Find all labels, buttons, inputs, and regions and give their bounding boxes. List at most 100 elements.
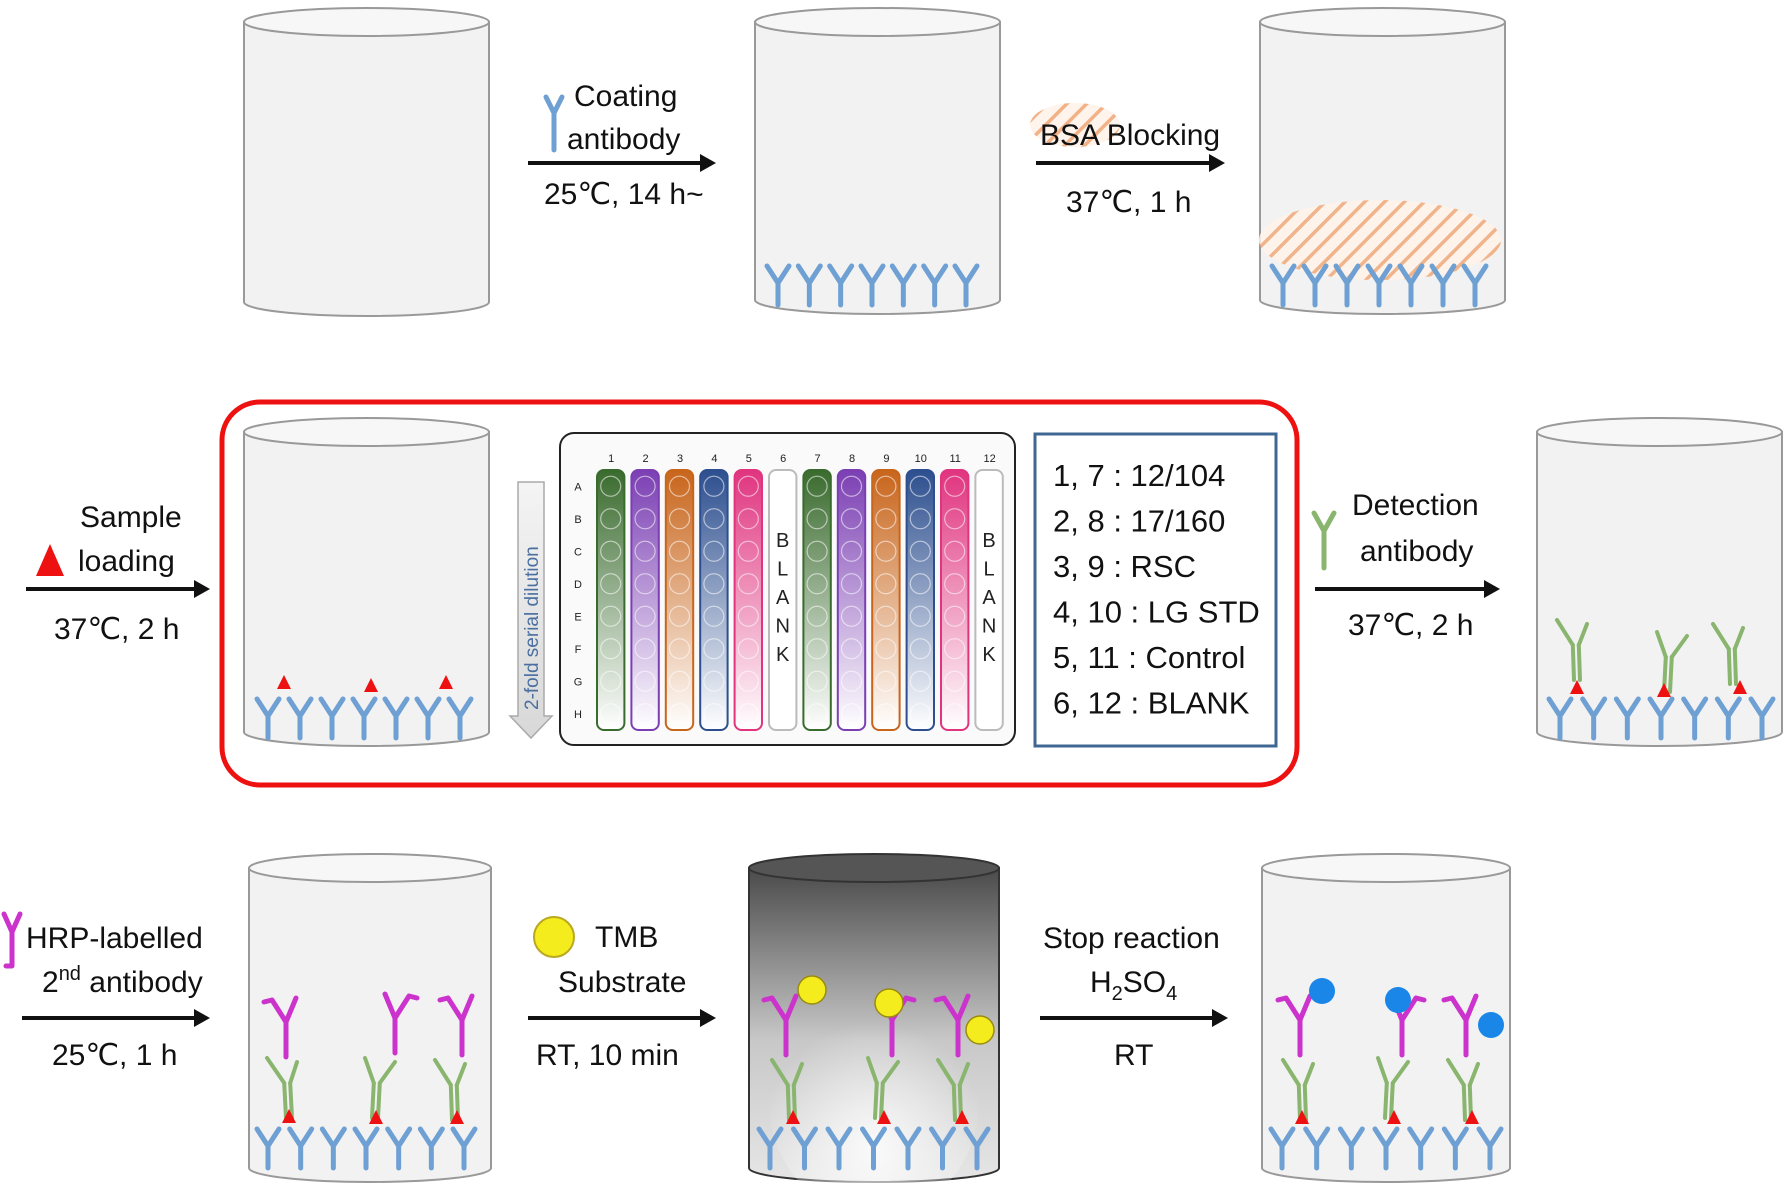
plate-well [634, 475, 656, 497]
antigen [877, 1110, 891, 1124]
plate-well [737, 638, 759, 660]
tmb-condition: RT, 10 min [536, 1039, 679, 1072]
plate-column-strip [733, 469, 763, 731]
plate-column-strip [596, 469, 626, 731]
plate-well [703, 540, 725, 562]
plate-well [909, 475, 931, 497]
plate-well [634, 670, 656, 692]
well-rim [1259, 7, 1506, 37]
highlight-box [219, 399, 1300, 788]
capture-antibody [1613, 696, 1641, 741]
plate-column-strip [630, 469, 660, 731]
plate-column-label: 12 [983, 453, 995, 465]
plate-well [875, 573, 897, 595]
detection-antibody [265, 1056, 299, 1120]
well-rim [1536, 417, 1783, 447]
coating-condition: 25℃, 14 h~ [544, 178, 704, 211]
tmb-arrow [528, 1009, 716, 1027]
plate-well [703, 475, 725, 497]
stop-reagent-h: H [1090, 966, 1112, 999]
coating-label-2: antibody [567, 123, 680, 156]
legend-item-prefix: 4, 10 : [1053, 595, 1148, 630]
bsa-icon [1030, 103, 1120, 147]
plate-column-label: 11 [949, 453, 960, 465]
plate-well [600, 508, 622, 530]
plate-column-strip [664, 469, 695, 731]
plate-column-strip [802, 469, 832, 731]
plate-well [703, 638, 725, 660]
plate-column-strip [699, 469, 729, 731]
blank-letter: N [982, 616, 996, 638]
legend-item: 5, 11 : Control [1053, 640, 1245, 675]
product-molecule [1309, 978, 1335, 1004]
stop-condition: RT [1114, 1039, 1153, 1072]
plate-well [634, 540, 656, 562]
plate-well [772, 670, 794, 692]
plate-column-strip [836, 469, 867, 731]
blank-letter: L [984, 559, 995, 581]
plate-column-label: 8 [849, 453, 855, 465]
plate-well [840, 508, 863, 530]
capture-antibody [791, 1126, 818, 1171]
hrp-arrow [22, 1009, 210, 1027]
plate-well [840, 605, 863, 627]
hrp-antibody [382, 991, 420, 1056]
plate-well [944, 508, 966, 530]
plate-well [634, 573, 656, 595]
capture-antibody [1429, 263, 1457, 308]
plate-well [806, 670, 828, 692]
plate-well [944, 540, 966, 562]
sample-label-1: Sample [80, 501, 182, 534]
legend-item-value: LG STD [1148, 595, 1260, 630]
plate-column-label: 6 [780, 453, 786, 465]
antigen [1387, 1110, 1401, 1124]
well-tmb [748, 853, 1000, 1183]
blank-letter: K [776, 644, 790, 666]
blank-letter: L [777, 559, 788, 581]
hrp-antibody [1275, 993, 1313, 1058]
antigen [786, 1110, 800, 1124]
dilution-label: 2-fold serial dilution [522, 546, 543, 710]
plate-well [668, 670, 691, 692]
capture-antibody [1681, 696, 1709, 741]
plate-well [978, 540, 1000, 562]
plate-column-label: 7 [815, 453, 821, 465]
antigen [282, 1109, 296, 1123]
capture-antibody [1476, 1126, 1504, 1171]
hrp-antibody [1389, 993, 1427, 1058]
plate-well [772, 605, 794, 627]
plate-row-label: E [574, 611, 581, 623]
antigen [1465, 1110, 1479, 1124]
plate-well [737, 573, 759, 595]
plate-well [634, 508, 656, 530]
blank-letter: N [775, 616, 789, 638]
plate-column-strip [768, 469, 798, 731]
sample-label-2: loading [78, 545, 175, 578]
legend-item-prefix: 5, 11 : [1053, 640, 1146, 675]
plate-well [703, 703, 725, 725]
plate-well [772, 573, 794, 595]
plate-well [600, 475, 622, 497]
capture-antibody [1647, 696, 1675, 741]
plate-well [840, 540, 863, 562]
plate-well [944, 573, 966, 595]
well-rim [243, 7, 490, 37]
blank-letter: B [776, 530, 789, 552]
plate-well [806, 508, 828, 530]
hrp-label-2-sup: nd [59, 963, 81, 985]
legend-item-prefix: 1, 7 : [1053, 458, 1131, 493]
plate-well [875, 605, 897, 627]
plate-well [600, 638, 622, 660]
capture-antibody [756, 1126, 784, 1171]
plate-column-label: 10 [915, 453, 927, 465]
plate-well [978, 573, 1000, 595]
plate-well [978, 605, 1000, 627]
product-molecule [1478, 1012, 1504, 1038]
capture-antibody [1441, 1126, 1469, 1171]
plate-well [668, 508, 691, 530]
detection-antibody [1281, 1058, 1315, 1122]
well-body [248, 867, 492, 1183]
antigen [364, 678, 378, 692]
well-body [243, 431, 490, 747]
